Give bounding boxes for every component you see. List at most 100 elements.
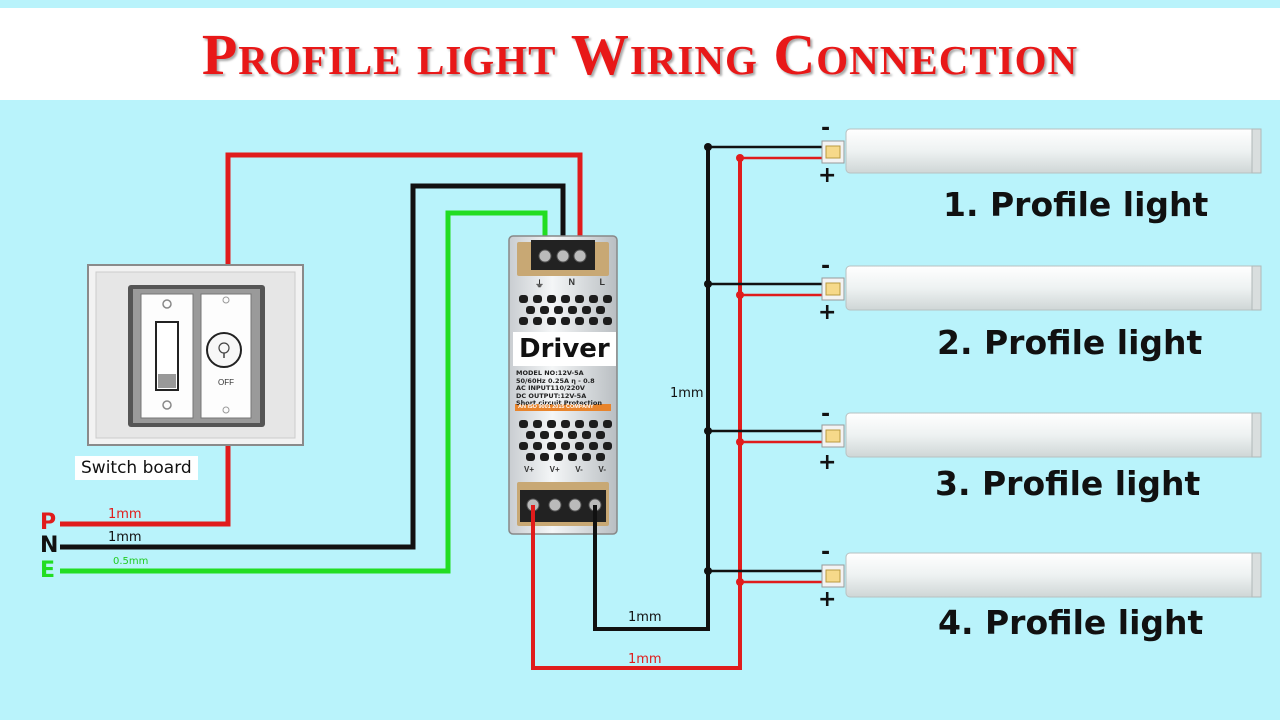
vent-hole <box>547 317 556 325</box>
vent-hole <box>589 317 598 325</box>
profile-end-cap <box>1251 265 1262 311</box>
vent-hole <box>603 420 612 428</box>
vent-hole <box>554 431 563 439</box>
dimmer-off-text: OFF <box>218 378 234 387</box>
positive-return-size: 1mm <box>628 652 662 667</box>
led-emitter <box>825 282 841 296</box>
vent-hole <box>603 295 612 303</box>
negative-junction <box>704 567 712 575</box>
vent-hole <box>519 317 528 325</box>
vent-hole <box>589 442 598 450</box>
light-1-minus: - <box>821 116 831 141</box>
vent-hole <box>575 295 584 303</box>
vent-hole <box>561 317 570 325</box>
negative-return-wire <box>593 146 710 631</box>
vent-hole <box>554 453 563 461</box>
vent-hole <box>519 420 528 428</box>
vent-hole <box>540 453 549 461</box>
phase-wire <box>60 152 583 527</box>
vent-hole <box>575 420 584 428</box>
vent-hole <box>540 306 549 314</box>
title-bar: Profile light Wiring Connection <box>0 8 1280 100</box>
light-label-1: 1. Profile light <box>943 185 1209 224</box>
vent-hole <box>519 442 528 450</box>
profile-lights <box>821 128 1262 598</box>
spec-line: 50/60Hz 0.25A η - 0.8 <box>516 376 595 385</box>
vent-hole <box>561 442 570 450</box>
dimmer-knob[interactable] <box>200 293 252 419</box>
switch-board-label: Switch board <box>75 456 198 480</box>
terminal-vplus-label: V+ <box>524 465 535 474</box>
negative-return-size: 1mm <box>628 610 662 625</box>
light-3-plus: + <box>818 450 837 475</box>
light-label-4: 4. Profile light <box>938 603 1204 642</box>
vent-hole <box>547 295 556 303</box>
page-title: Profile light Wiring Connection <box>201 21 1079 87</box>
positive-junction <box>736 438 744 446</box>
vent-hole <box>582 453 591 461</box>
led-emitter <box>825 569 841 583</box>
vent-hole <box>547 442 556 450</box>
profile-light-2 <box>845 265 1262 311</box>
vent-hole <box>533 317 542 325</box>
light-1-plus: + <box>818 163 837 188</box>
terminal-vminus-label: V- <box>575 465 583 474</box>
negative-junction <box>704 427 712 435</box>
vent-hole <box>589 295 598 303</box>
branch-wires <box>704 143 822 586</box>
vent-hole <box>603 317 612 325</box>
vent-hole <box>575 317 584 325</box>
positive-junction <box>736 154 744 162</box>
earth-wire <box>60 210 548 574</box>
earth-wire-size: 0.5mm <box>113 556 149 567</box>
light-3-minus: - <box>821 402 831 427</box>
output-wires <box>531 146 742 670</box>
negative-junction <box>704 143 712 151</box>
vent-hole <box>589 420 598 428</box>
led-emitter <box>825 429 841 443</box>
terminal-earth-label: ⏚ <box>535 279 545 289</box>
vent-hole <box>596 453 605 461</box>
profile-end-cap <box>1251 412 1262 458</box>
driver-input-block <box>531 240 595 270</box>
spec-line: MODEL NO:12V-5A <box>516 369 584 377</box>
vent-hole <box>561 295 570 303</box>
profile-light-1 <box>845 128 1262 174</box>
spec-line: AC INPUT110/220V <box>516 384 585 392</box>
vent-hole <box>519 295 528 303</box>
vent-hole <box>582 431 591 439</box>
supply-wires <box>60 152 583 574</box>
switch-board <box>87 264 304 446</box>
positive-junction <box>736 291 744 299</box>
driver-input-labels: ⏚ N L <box>535 277 605 290</box>
spec-line: Short circuit Protection <box>516 399 602 407</box>
vent-hole <box>568 306 577 314</box>
vent-hole <box>540 431 549 439</box>
vent-hole <box>554 306 563 314</box>
driver-spec: MODEL NO:12V-5A 50/60Hz 0.25A η - 0.8 AC… <box>516 369 602 408</box>
bus-wire-size: 1mm <box>670 386 704 401</box>
vent-hole <box>561 420 570 428</box>
terminal-vminus-label: V- <box>598 465 606 474</box>
vent-hole <box>526 306 535 314</box>
profile-end-cap <box>1251 128 1262 174</box>
driver-label: Driver <box>513 332 616 366</box>
light-2-plus: + <box>818 300 837 325</box>
phase-wire-size: 1mm <box>108 507 142 522</box>
vent-hole <box>526 431 535 439</box>
vent-hole <box>582 306 591 314</box>
phase-label: P <box>40 510 57 535</box>
vent-hole <box>533 420 542 428</box>
vent-holes-top <box>519 295 612 325</box>
profile-light-4 <box>845 552 1262 598</box>
light-2-minus: - <box>821 254 831 279</box>
earth-label: E <box>40 558 56 583</box>
vent-holes-bottom <box>519 420 612 461</box>
positive-junction <box>736 578 744 586</box>
led-emitter <box>825 145 841 159</box>
light-label-2: 2. Profile light <box>937 323 1203 362</box>
terminal-neutral-label: N <box>568 277 576 287</box>
light-4-minus: - <box>821 540 831 565</box>
vent-hole <box>603 442 612 450</box>
switch[interactable] <box>140 293 194 419</box>
